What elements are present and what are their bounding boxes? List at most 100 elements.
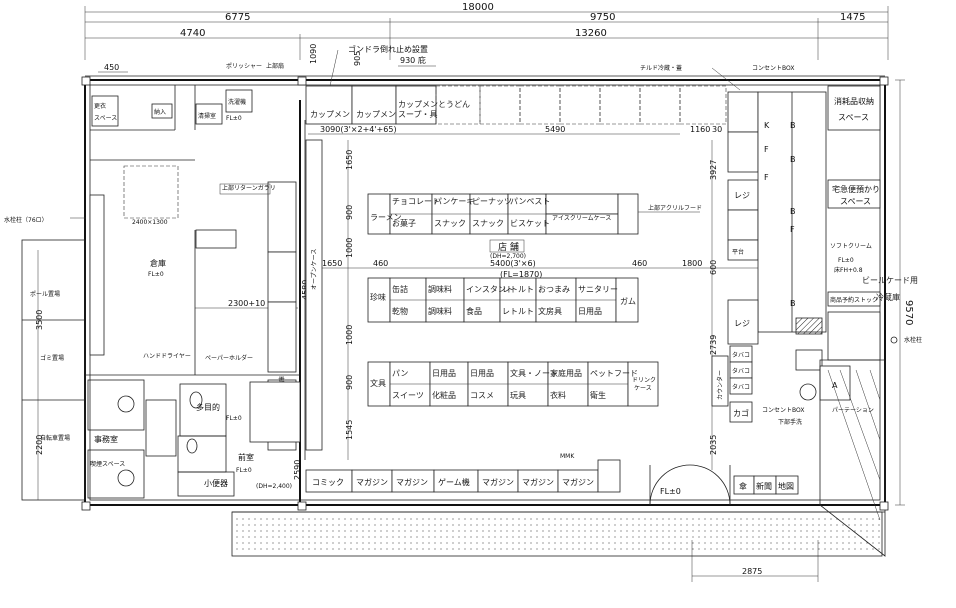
gondola-row-2: 珍味 缶詰 調味料 インスタント レトルト おつまみ サニタリー 乾物 調味料 … [367, 277, 639, 323]
dim-1090: 1090 [309, 44, 318, 64]
g2-0: 珍味 [370, 292, 386, 302]
fl0-door: FL±0 [660, 487, 681, 496]
drink-case-2: ケース [634, 385, 652, 392]
g3-6: ペットフード [590, 369, 638, 378]
g1-8: スナック [472, 219, 504, 228]
magazine-row: コミック マガジン マガジン ゲーム機 マガジン マガジン マガジン MMK [305, 453, 621, 493]
back-room-right: 消耗品収納 スペース 宅急便預かり スペース 商品予約ストック FL±0 床FH… [827, 85, 922, 361]
reserve-label: 商品予約ストック [830, 296, 878, 304]
fl0-store: FL±0 [148, 271, 164, 278]
change-2: スペース [94, 115, 117, 122]
g3-3: 日用品 [470, 369, 494, 378]
columns [81, 76, 889, 511]
reji-1: レジ [734, 191, 750, 200]
dim-5490: 5490 [545, 125, 565, 134]
fl0-b: FL±0 [226, 415, 242, 422]
dim-5400: 5400(3'×6) [490, 259, 536, 268]
dim-30: 30 [712, 125, 722, 134]
g2-12: 日用品 [578, 307, 602, 316]
mag-7: マガジン [562, 477, 594, 487]
g1-3: パンケーキ [434, 197, 474, 206]
map: 地図 [778, 481, 794, 491]
dim-1000a: 1000 [345, 238, 354, 258]
dim-600: 600 [709, 260, 718, 275]
front-terrace [231, 359, 886, 557]
dim-total: 18000 [462, 2, 494, 13]
upper-acrylic-label: 上部アクリルフード [648, 204, 702, 212]
dh2400: (DH=2,400) [256, 483, 292, 490]
g1-7: スナック [434, 219, 466, 228]
counter-area: レジ 平台 K B F B F B F B レジ タバコ タバコ タバコ カゴ … [711, 91, 874, 426]
entrance: FL±0 [649, 464, 731, 506]
fl0-c: FL±0 [236, 467, 252, 474]
soft-cream: ソフトクリーム [830, 243, 872, 250]
reji-2: レジ [734, 319, 750, 328]
mag-1: コミック [312, 478, 344, 487]
umbrella: 傘 [739, 481, 747, 491]
g3-0: 文具 [370, 378, 386, 388]
g1-4: ピーナッツ [472, 197, 512, 206]
kago: カゴ [733, 408, 749, 418]
return-label: 上部リターンガラリ [222, 184, 276, 192]
g1-5: パンペスト [510, 197, 550, 206]
g2-10: レトルト [502, 307, 534, 316]
bike2: 自転車置場 [40, 434, 70, 442]
left-wall-shelf: オープンケース [311, 249, 318, 290]
polisher: ポリッシャー [226, 62, 262, 70]
mag-3: マガジン [396, 477, 428, 487]
label-outlet-box-top: コンセントBOX [752, 65, 794, 72]
dim-1475: 1475 [840, 12, 865, 23]
parcel-1: 宅急便預かり [832, 184, 880, 194]
g3-9: コスメ [470, 391, 494, 400]
g3-7: スイーツ [392, 391, 424, 400]
upper-fan: 上部扇 [266, 62, 284, 70]
g1-9: ビスケット [510, 219, 550, 228]
mag-2: マガジン [356, 477, 388, 487]
right-b2: B [790, 155, 796, 164]
fl0-right2: 床FH+0.8 [834, 266, 863, 274]
parcel-2: スペース [840, 197, 871, 206]
mag-5: マガジン [482, 477, 514, 487]
dim-2590: 2590 [293, 460, 302, 480]
g2-13: ガム [620, 296, 636, 306]
g1-1: ラーメン [370, 213, 402, 222]
g2-8: 調味料 [428, 306, 452, 316]
backyard: 喫煙スペース [90, 460, 125, 468]
partition-label: パーテーション [832, 407, 874, 414]
mag-4: ゲーム機 [438, 477, 470, 487]
dim-1650a: 1650 [345, 150, 354, 170]
g2-6: サニタリー [578, 285, 618, 294]
right-f2: F [764, 173, 769, 182]
top-dimensions: 18000 6775 9750 1475 4740 13260 [84, 2, 889, 60]
dim-1545: 1545 [345, 420, 354, 440]
consumable-1: 消耗品収納 [834, 96, 874, 106]
g3-5: 家庭用品 [550, 368, 582, 378]
label-chilled: チルド冷蔵・蓋 [640, 64, 682, 72]
dim-2035: 2035 [709, 435, 718, 455]
dim-900a: 900 [345, 205, 354, 220]
dim-1160: 1160 [690, 125, 710, 134]
dim-2200: 2200 [35, 435, 44, 455]
g2-11: 文房具 [538, 306, 562, 316]
cleaning: 清掃室 [198, 112, 216, 120]
dim-fl1870: (FL=1870) [500, 270, 542, 279]
dim-9750: 9750 [590, 12, 615, 23]
partition-a: A [832, 381, 838, 390]
toilet-multi: 多目的 [196, 402, 220, 412]
newspaper: 新聞 [756, 481, 772, 491]
tabaco-1: タバコ [732, 351, 750, 359]
g2-3: インスタント [466, 285, 514, 294]
right-f3: F [790, 225, 795, 234]
label-gondola: ゴンドラ倒れ止め設置 [348, 44, 428, 54]
dim-450: 450 [104, 63, 119, 72]
g2-2: 調味料 [428, 284, 452, 294]
water-post-r: 水栓柱 [904, 336, 922, 344]
dim-930: 930 庇 [400, 55, 426, 65]
front: 前室 [238, 452, 254, 462]
counter-block: 下部手洗 [778, 418, 802, 426]
top-shelf-3: カップメンとうどん [398, 100, 470, 109]
fitting: 納入 [154, 108, 166, 116]
dim-460a: 460 [373, 259, 388, 268]
consumable-2: スペース [838, 113, 869, 122]
dim-2300: 2300+10 [228, 299, 265, 308]
